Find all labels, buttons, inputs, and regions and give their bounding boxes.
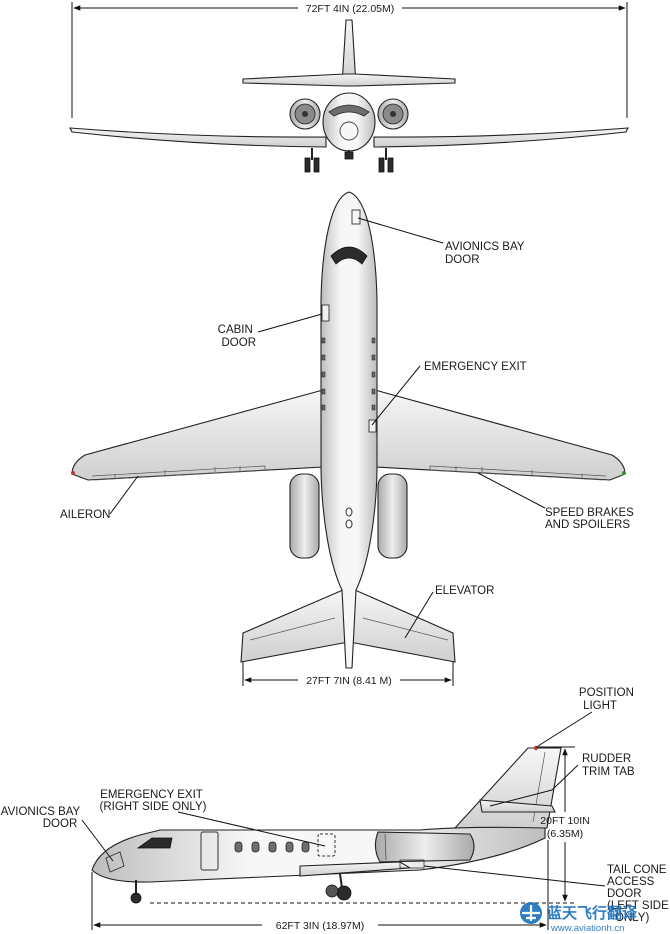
top-view: 27FT 7IN (8.41 M) AVIONICS BAY DOOR CABI… (60, 191, 637, 687)
label-emergency-exit: EMERGENCY EXIT (424, 361, 527, 373)
leader-rudder-trim-tab (489, 789, 553, 807)
leader-elevator (404, 591, 434, 639)
top-right-wing (374, 389, 626, 481)
top-cabin-door (321, 304, 330, 322)
watermark-plane-icon (520, 902, 542, 924)
leader-side-avionics (81, 819, 114, 862)
leader-position-light (537, 711, 593, 747)
height-dimension-m: (6.35M) (547, 828, 583, 840)
leader-cabin-door (257, 313, 323, 333)
front-view: 72FT 4IN (22.05M) (69, 2, 629, 173)
label-elevator: ELEVATOR (435, 585, 494, 597)
leader-side-emergency-exit (177, 811, 326, 847)
watermark-cn: 蓝天飞行翻译 (547, 904, 638, 922)
top-cockpit-windows (330, 246, 368, 265)
tail-span-dimension: 27FT 7IN (8.41 M) (306, 675, 392, 687)
side-emergency-exit (317, 833, 336, 857)
top-avionics-door (351, 209, 361, 225)
side-cockpit-window (136, 837, 173, 849)
side-cabin-windows (234, 841, 310, 853)
side-view: 20FT 10IN (6.35M) 62FT 3IN (18.97M) POSI… (1, 687, 670, 932)
height-dimension-ft: 20FT 10IN (540, 815, 589, 827)
label-side-emergency-exit: EMERGENCY EXIT (RIGHT SIDE ONLY) (100, 789, 207, 813)
label-tail-cone-access-door: TAIL CONE ACCESS DOOR (LEFT SIDE ONLY) (607, 864, 670, 924)
top-emergency-exit (368, 419, 377, 433)
side-landing-gear (130, 873, 352, 904)
leader-avionics (357, 217, 444, 244)
top-fuselage (320, 191, 378, 669)
leader-speed-brakes (477, 472, 546, 509)
leader-emergency-exit (371, 365, 421, 426)
leader-tail-cone (423, 865, 606, 887)
top-left-engine (289, 473, 320, 559)
right-spoiler-panels (429, 465, 607, 481)
front-landing-gear (304, 148, 394, 173)
label-position-light: POSITION LIGHT (579, 687, 637, 712)
watermark-url: www.aviationh.cn (550, 923, 624, 934)
label-cabin-door: CABIN DOOR (218, 324, 256, 349)
side-avionics-door (105, 851, 125, 873)
side-position-light (533, 745, 539, 751)
front-left-wing (69, 127, 327, 148)
top-left-wing (71, 389, 324, 481)
side-engine (374, 831, 475, 863)
label-rudder-trim-tab: RUDDER TRIM TAB (582, 753, 635, 778)
watermark: 蓝天飞行翻译 www.aviationh.cn (520, 902, 638, 934)
side-tail-cone-door (399, 859, 425, 869)
side-horizontal-tail (479, 799, 556, 813)
label-speed-brakes: SPEED BRAKES AND SPOILERS (545, 507, 637, 531)
label-aileron: AILERON (60, 509, 111, 521)
front-windshield (328, 104, 370, 117)
top-cabin-windows (321, 337, 376, 411)
front-horizontal-tail (242, 73, 456, 87)
left-aileron-panels (91, 465, 266, 481)
label-side-avionics-bay-door: AVIONICS BAY DOOR (1, 806, 83, 830)
left-nav-light (71, 471, 75, 475)
leader-aileron (109, 475, 139, 515)
wingspan-dimension: 72FT 4IN (22.05M) (306, 3, 395, 15)
side-cabin-door (200, 831, 219, 871)
right-nav-light (622, 471, 626, 475)
label-avionics-bay-door: AVIONICS BAY DOOR (445, 241, 527, 266)
front-right-wing (373, 127, 629, 148)
top-right-engine (377, 473, 408, 559)
length-dimension: 62FT 3IN (18.97M) (276, 920, 365, 932)
